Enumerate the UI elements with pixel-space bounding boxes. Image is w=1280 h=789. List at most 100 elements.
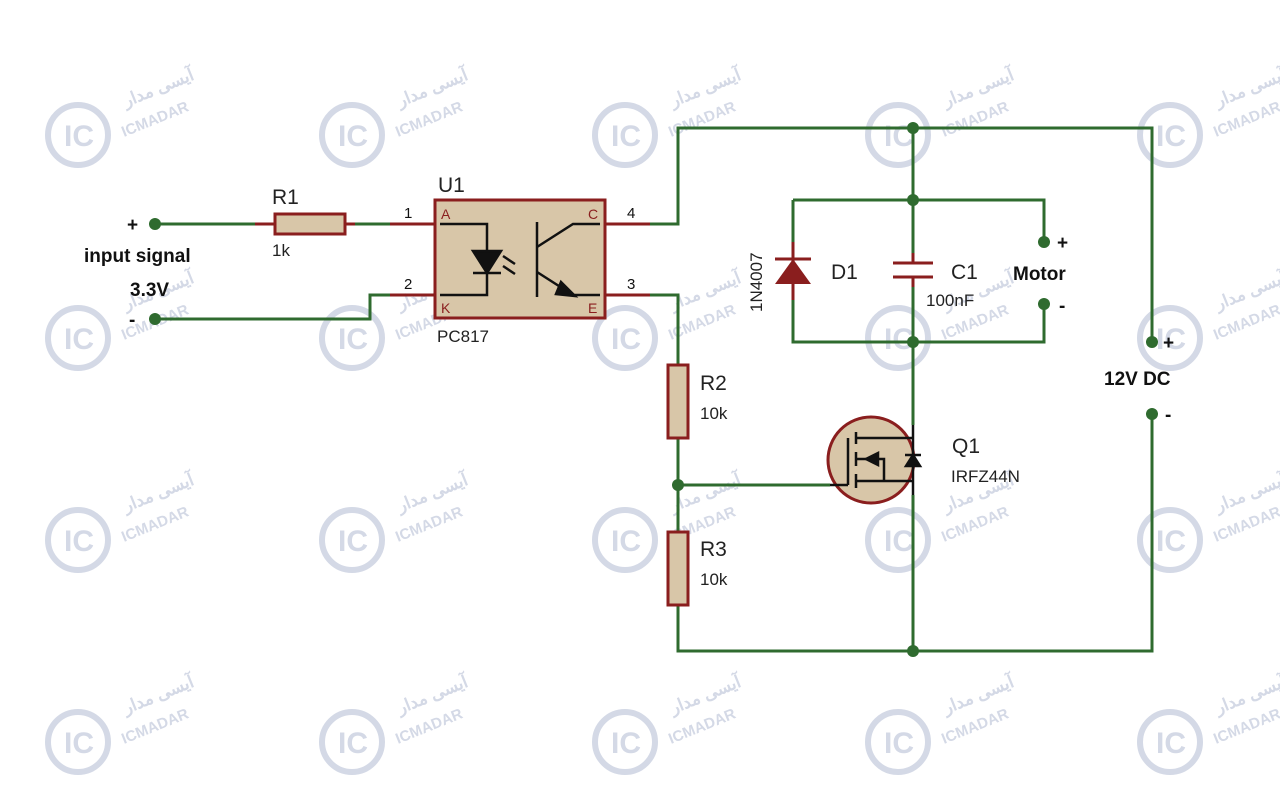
c1-ref: C1 [951, 261, 978, 284]
watermark-ring [1137, 102, 1203, 168]
watermark-ic-mark: IC [611, 727, 641, 760]
u1-pin-e: E [588, 300, 597, 316]
u1-pin-c: C [588, 206, 598, 222]
u1-pin-k: K [441, 300, 451, 316]
u1-ref: U1 [438, 174, 465, 197]
watermark-ring [45, 305, 111, 371]
q1-ref: Q1 [952, 435, 980, 458]
u1-pin4-number: 4 [627, 205, 635, 222]
r2-ref: R2 [700, 372, 727, 395]
watermark-ic-mark: IC [64, 525, 94, 558]
resistor-r3 [666, 530, 690, 607]
terminal-motor-plus [1038, 236, 1050, 248]
watermark-ring [45, 102, 111, 168]
u1-pin1-number: 1 [404, 205, 412, 222]
watermark-ic-mark: IC [1156, 727, 1186, 760]
watermark-ic-mark: IC [884, 525, 914, 558]
watermark-ring [1137, 709, 1203, 775]
phototransistor-icon [535, 222, 600, 298]
watermark-ring [865, 102, 931, 168]
input-minus-label: - [129, 310, 135, 331]
junctions [672, 122, 919, 657]
wires [155, 126, 1154, 653]
wire-u1c-top [605, 126, 1154, 342]
diode-d1 [775, 242, 811, 300]
r2-value: 10k [700, 404, 728, 423]
supply-plus-label: + [1163, 333, 1174, 354]
c1-value: 100nF [926, 291, 974, 310]
watermark-ic-mark: IC [338, 323, 368, 356]
mosfet-q1 [826, 415, 923, 505]
watermark-ic-mark: IC [611, 120, 641, 153]
watermark-ring [1137, 305, 1203, 371]
junction-gate [672, 479, 684, 491]
watermark-ring [592, 709, 658, 775]
input-signal-label: input signal [84, 246, 191, 267]
resistor-r2 [666, 363, 690, 440]
terminal-supply-plus [1146, 336, 1158, 348]
terminal-input-minus [149, 313, 161, 325]
motor-label: Motor [1013, 264, 1066, 285]
watermark-ic-mark: IC [611, 323, 641, 356]
watermark-ic-mark: IC [64, 323, 94, 356]
wire-input-minus [155, 293, 435, 321]
watermark-ring [319, 102, 385, 168]
watermark-ic-mark: IC [1156, 120, 1186, 153]
watermark-ring [319, 305, 385, 371]
watermark-ic-mark: IC [1156, 323, 1186, 356]
motor-plus-label: + [1057, 233, 1068, 254]
d1-ref: D1 [831, 261, 858, 284]
u1-pin2-number: 2 [404, 276, 412, 293]
watermark-ic-mark: IC [338, 525, 368, 558]
junction-motor-top [907, 194, 919, 206]
watermark-ring [45, 709, 111, 775]
watermark-ring [1137, 507, 1203, 573]
resistor-r1 [255, 212, 355, 236]
u1-pin-a: A [441, 206, 451, 222]
watermark-ring [865, 305, 931, 371]
watermark-ring [865, 709, 931, 775]
watermark-ic-mark: IC [338, 120, 368, 153]
watermark-ring [45, 507, 111, 573]
watermark-ring [865, 507, 931, 573]
watermark-ring [592, 305, 658, 371]
watermark-ic-mark: IC [884, 727, 914, 760]
junction-ground [907, 645, 919, 657]
watermark-ring [319, 507, 385, 573]
terminal-supply-minus [1146, 408, 1158, 420]
terminal-input-plus [149, 218, 161, 230]
input-plus-label: + [127, 215, 138, 236]
watermark-ic-mark: IC [338, 727, 368, 760]
supply-minus-label: - [1165, 405, 1171, 426]
terminals [149, 218, 1158, 420]
watermark-ic-mark: IC [64, 727, 94, 760]
motor-minus-label: - [1059, 296, 1065, 317]
u1-pin3-number: 3 [627, 276, 635, 293]
r3-ref: R3 [700, 538, 727, 561]
watermark-ring [592, 507, 658, 573]
mosfet-icon [830, 425, 923, 495]
junction-top-rail [907, 122, 919, 134]
watermark-ring [319, 709, 385, 775]
q1-part: IRFZ44N [951, 467, 1020, 486]
r1-value: 1k [272, 241, 290, 260]
r1-ref: R1 [272, 186, 299, 209]
optocoupler-u1 [390, 198, 650, 320]
u1-part: PC817 [437, 327, 489, 346]
